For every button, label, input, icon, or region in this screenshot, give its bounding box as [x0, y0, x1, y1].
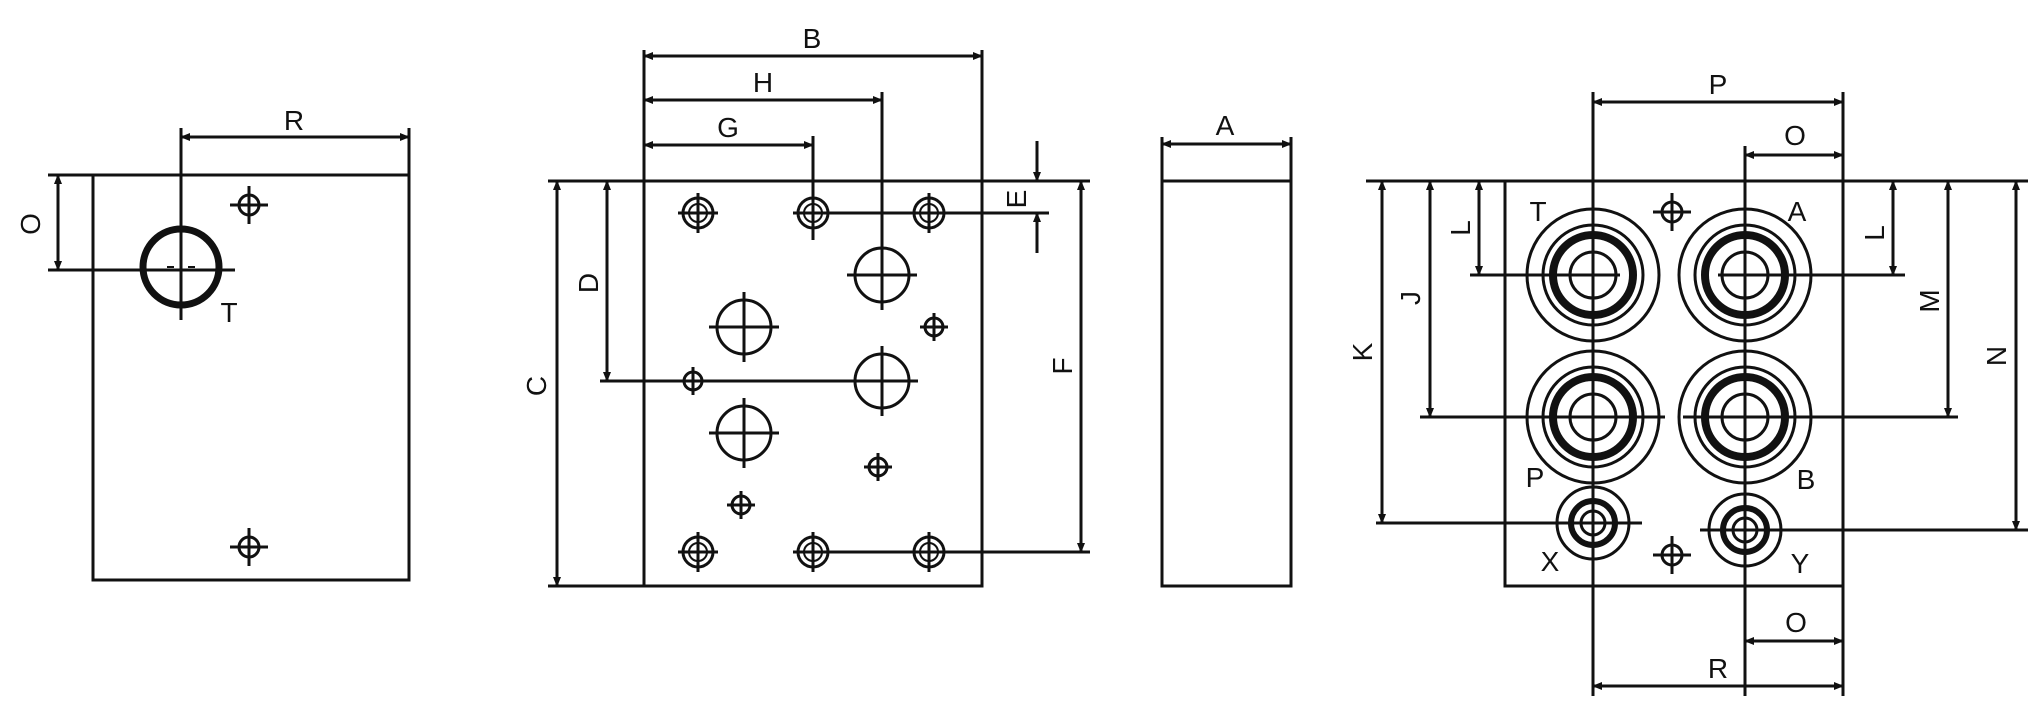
front-screw	[678, 532, 718, 572]
side-port-T	[139, 225, 223, 309]
label-port-B: B	[1797, 464, 1816, 495]
label-G: G	[717, 112, 739, 143]
face-screw-top	[1653, 193, 1691, 231]
front-view-outline	[642, 179, 984, 588]
front-screw	[909, 532, 949, 572]
side-screw-bottom	[230, 528, 268, 566]
ports-face-view	[1366, 92, 2028, 696]
port-P-fitting	[1525, 349, 1661, 485]
label-C: C	[521, 376, 552, 396]
label-port-P: P	[1526, 462, 1545, 493]
port-A-fitting	[1677, 207, 1813, 343]
port-Y-fitting	[1707, 492, 1783, 568]
label-M: M	[1914, 289, 1945, 312]
label-O-top: O	[1784, 120, 1806, 151]
side-view-outline	[91, 173, 411, 582]
thickness-outline	[1160, 179, 1293, 588]
label-F: F	[1047, 357, 1078, 374]
side-view-left	[48, 128, 411, 582]
label-K: K	[1347, 342, 1378, 361]
face-screw-bottom	[1653, 536, 1691, 574]
front-port-hole	[847, 346, 917, 416]
front-screw	[909, 193, 949, 233]
front-port-hole	[709, 398, 779, 468]
label-J: J	[1395, 291, 1426, 305]
front-pilot-hole	[864, 453, 892, 481]
side-screw-top	[230, 186, 268, 224]
label-port-T: T	[1529, 196, 1546, 227]
port-B-fitting	[1677, 349, 1813, 485]
front-screw	[793, 193, 833, 233]
front-pilot-hole	[920, 313, 948, 341]
dimension-R	[179, 128, 411, 320]
label-L-right: L	[1859, 225, 1890, 241]
front-view	[548, 50, 1090, 588]
label-A: A	[1216, 110, 1235, 141]
label-O-side: O	[15, 213, 46, 235]
label-P-dim: P	[1709, 69, 1728, 100]
front-port-hole	[709, 292, 779, 362]
label-H: H	[753, 67, 773, 98]
front-screw	[678, 193, 718, 233]
thickness-view	[1160, 137, 1293, 588]
port-T-circle	[139, 225, 223, 309]
front-pilot-hole	[679, 367, 707, 395]
port-T-fitting	[1525, 207, 1661, 343]
label-R-side: R	[284, 105, 304, 136]
port-X-fitting	[1555, 485, 1631, 561]
label-N: N	[1981, 346, 2012, 366]
label-O-bottom: O	[1785, 607, 1807, 638]
label-E: E	[1001, 190, 1032, 209]
front-screw	[793, 532, 833, 572]
front-pilot-hole	[727, 491, 755, 519]
label-L-left: L	[1445, 220, 1476, 236]
label-port-X: X	[1541, 546, 1560, 577]
label-port-A: A	[1788, 196, 1807, 227]
label-R-bottom: R	[1708, 653, 1728, 684]
label-B: B	[803, 23, 822, 54]
label-D: D	[573, 273, 604, 293]
label-port-T-side: T	[220, 297, 237, 328]
front-port-hole	[847, 240, 917, 310]
label-port-Y: Y	[1791, 548, 1810, 579]
